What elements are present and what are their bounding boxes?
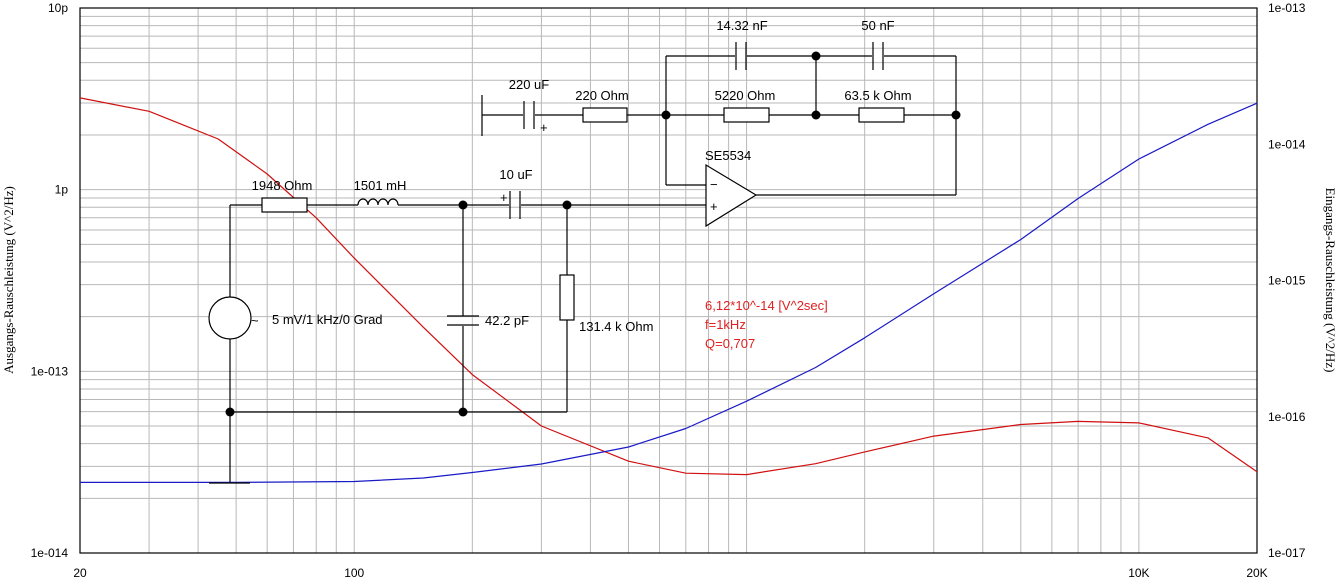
annotation-line-2: f=1kHz bbox=[705, 317, 746, 332]
x-tick-label: 100 bbox=[344, 566, 364, 580]
opamp-plus: + bbox=[710, 199, 718, 214]
x-tick-label: 20K bbox=[1246, 566, 1267, 580]
opamp-symbol: − + bbox=[666, 163, 956, 228]
x-tick-label: 10K bbox=[1128, 566, 1149, 580]
capacitor-220uf bbox=[523, 101, 535, 129]
x-tick-label: 20 bbox=[73, 566, 87, 580]
resistor-63-5k bbox=[858, 107, 905, 123]
capacitor-50nf bbox=[872, 42, 884, 70]
resistor-1948 bbox=[261, 197, 308, 213]
label-l-1501mh: 1501 mH bbox=[354, 178, 407, 193]
series-group bbox=[79, 97, 1258, 483]
opamp-minus: − bbox=[710, 177, 718, 192]
annotation: 6,12*10^-14 [V^2sec] f=1kHz Q=0,707 bbox=[705, 298, 828, 351]
label-c-220uf: 220 uF bbox=[509, 77, 550, 92]
label-opamp: SE5534 bbox=[705, 148, 751, 163]
label-r-1948: 1948 Ohm bbox=[252, 178, 313, 193]
ac-source-symbol: ~ bbox=[208, 296, 259, 340]
label-c-50nf: 50 nF bbox=[861, 18, 894, 33]
label-c-14-32nf: 14.32 nF bbox=[716, 18, 767, 33]
y-tick-label-left: 10p bbox=[48, 1, 68, 15]
y-tick-label-right: 1e-016 bbox=[1268, 410, 1306, 424]
capacitor-10uf bbox=[509, 191, 521, 219]
y-tick-label-right: 1e-014 bbox=[1268, 137, 1306, 151]
resistor-220 bbox=[582, 107, 628, 123]
y-tick-label-right: 1e-013 bbox=[1268, 1, 1306, 15]
label-r-131-4k: 131.4 k Ohm bbox=[579, 319, 653, 334]
capacitor-42-2pf bbox=[447, 315, 479, 326]
annotation-line-3: Q=0,707 bbox=[705, 336, 755, 351]
label-r-5220: 5220 Ohm bbox=[715, 88, 776, 103]
y-tick-label-left: 1e-013 bbox=[31, 364, 69, 378]
series-line-2 bbox=[80, 102, 1258, 483]
series-line-1 bbox=[79, 97, 1258, 476]
annotation-line-1: 6,12*10^-14 [V^2sec] bbox=[705, 298, 828, 313]
tick-labels: 20 100 10K 20K 10p 1p 1e-013 1e-014 1e-013 1e-014… bbox=[31, 1, 1306, 580]
y-tick-label-left: 1p bbox=[55, 183, 69, 197]
y-tick-label-right: 1e-017 bbox=[1268, 546, 1306, 560]
capacitor-14-32nf bbox=[735, 42, 747, 70]
cap-plus-sign: + bbox=[540, 120, 548, 135]
label-r-63-5k: 63.5 k Ohm bbox=[844, 88, 911, 103]
label-source: 5 mV/1 kHz/0 Grad bbox=[272, 312, 383, 327]
label-r-220: 220 Ohm bbox=[575, 88, 628, 103]
y-tick-label-right: 1e-015 bbox=[1268, 274, 1306, 288]
schematic: 14.32 nF 50 nF + 220 uF 220 Ohm 5220 Ohm… bbox=[208, 18, 961, 484]
resistor-131-4k bbox=[559, 274, 575, 321]
label-c-42-2pf: 42.2 pF bbox=[485, 313, 529, 328]
y-axis-label-right: Eingangs-Rauschleistung (V^2/Hz) bbox=[1323, 188, 1338, 373]
y-axis-label-left: Ausgangs-Rauschleistung (V^2/Hz) bbox=[1, 186, 16, 374]
cap-10uf-plus: + bbox=[500, 190, 508, 205]
grid bbox=[79, 8, 1258, 554]
label-c-10uf: 10 uF bbox=[499, 167, 532, 182]
source-tilde: ~ bbox=[251, 313, 259, 328]
y-tick-label-left: 1e-014 bbox=[31, 546, 69, 560]
plot-frame bbox=[79, 7, 1258, 554]
resistor-5220 bbox=[723, 107, 770, 123]
inductor-1501mh bbox=[357, 198, 399, 206]
